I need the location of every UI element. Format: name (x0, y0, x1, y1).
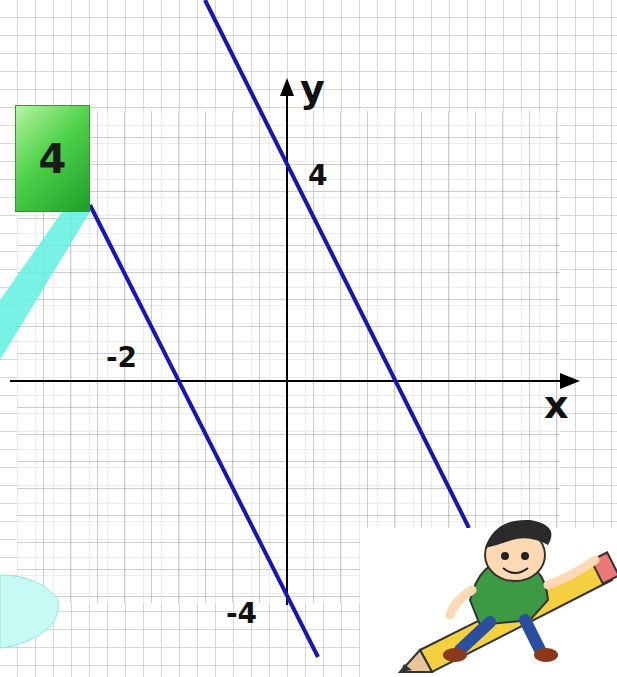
tick-label: 4 (308, 162, 327, 190)
graph-line (90, 205, 318, 657)
callout-pointer (0, 212, 90, 360)
callout-bubble (0, 575, 58, 648)
card-number: 4 (39, 136, 67, 182)
cartoon-illustration (360, 520, 617, 677)
tick-label: -4 (226, 600, 257, 628)
graph-line (205, 0, 469, 528)
number-card: 4 (15, 105, 90, 212)
axis-label: y (300, 70, 325, 108)
tick-label: -2 (106, 344, 137, 372)
y-axis-arrow (280, 78, 294, 96)
axis-label: x (544, 386, 569, 424)
